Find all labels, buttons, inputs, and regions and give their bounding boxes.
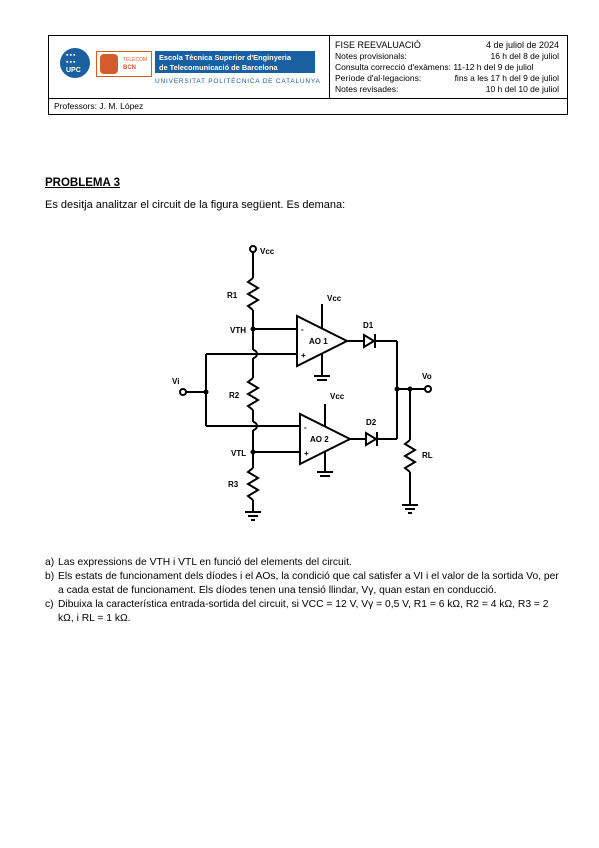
label-r2: R2 [229,391,240,400]
ao1-plus: + [301,351,306,360]
question-label: a) [45,557,55,568]
r3-resistor [246,467,260,501]
r2-resistor [246,377,260,411]
label-d1: D1 [363,321,374,330]
university-name: UNIVERSITAT POLITÈCNICA DE CATALUNYA [155,78,321,85]
label-r1: R1 [227,291,238,300]
question-b: b) Els estats de funcionament dels díode… [45,570,560,598]
info-label-3: Període d'al·legacions: [335,73,422,83]
ao2-plus: + [304,449,309,458]
info-value-4: 10 h del 10 de juliol [485,84,559,94]
exam-title: FISE REEVALUACIÓ [335,40,421,50]
ao1-minus: - [301,325,304,334]
label-vi: Vi [172,377,179,386]
school-name: Escola Tècnica Superior d'Enginyeria de … [155,51,315,73]
vo-terminal [424,385,432,393]
rl-resistor [403,439,417,473]
d1-diode [363,333,376,349]
label-r3: R3 [228,480,239,489]
info-value-3: fins a les 17 h del 9 de juliol [454,73,559,83]
question-label: b) [45,571,55,582]
label-vtl: VTL [231,449,246,458]
node-dot [250,326,256,332]
telecom-logo-mark [100,54,118,74]
r1-resistor [246,277,260,311]
node-dot [250,449,256,455]
header-box [48,35,568,99]
node-dot [407,386,413,392]
telecom-logo-top: TELECOM [123,57,148,63]
vi-terminal [179,388,187,396]
school-line2: de Telecomunicació de Barcelona [159,63,278,72]
telecom-logo-bottom: BCN [123,65,136,71]
ao2-minus: - [304,423,307,432]
question-text: Dibuixa la característica entrada-sortid… [58,599,549,624]
school-line1: Escola Tècnica Superior d'Enginyeria [159,53,291,62]
question-label: c) [45,599,54,610]
telecom-bcn-logo: TELECOM BCN [96,51,152,77]
info-label-1: Notes provisionals: [335,51,407,61]
node-dot [203,389,209,395]
question-a: a) Las expressions de VTH i VTL en funci… [45,556,560,570]
info-value-1: 16 h del 8 de juliol [490,51,559,61]
label-d2: D2 [366,418,377,427]
ao2-opamp [299,412,353,466]
label-ao1: AO 1 [309,337,328,346]
question-list: a) Las expressions de VTH i VTL en funci… [45,556,560,626]
info-label-4: Notes revisades: [335,84,399,94]
label-vo: Vo [422,372,432,381]
upc-logo-text: UPC [66,67,81,74]
label-ao2: AO 2 [310,435,329,444]
label-vcc-ao2: Vcc [330,392,345,401]
exam-date: 4 de juliol de 2024 [485,40,559,50]
node-dot [394,386,400,392]
d2-diode [365,431,378,447]
info-label-2: Consulta correcció d'exàmens: 11-12 h de… [335,62,534,72]
upc-logo: ▪▪▪▪▪▪ UPC [60,48,90,78]
ao1-opamp [296,314,350,368]
label-vth: VTH [230,326,246,335]
upc-logo-dots: ▪▪▪▪▪▪ [66,52,77,66]
label-vcc-top: Vcc [260,247,275,256]
problem-intro: Es desitja analitzar el circuit de la fi… [45,199,346,211]
label-vcc-ao1: Vcc [327,294,342,303]
question-text: Las expressions de VTH i VTL en funció d… [58,557,352,568]
problem-title: PROBLEMA 3 [45,177,120,189]
question-c: c) Dibuixa la característica entrada-sor… [45,598,560,626]
label-rl: RL [422,451,433,460]
question-text: Els estats de funcionament dels díodes i… [58,571,559,596]
professors: Professors: J. M. López [48,98,568,115]
vcc-terminal [249,245,257,253]
header-divider [329,36,330,98]
